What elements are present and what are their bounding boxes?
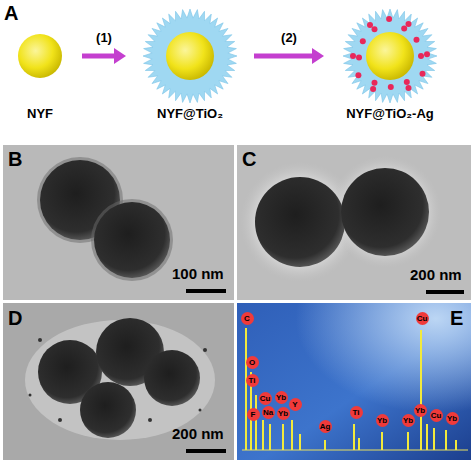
panel-letter: B [8, 148, 22, 170]
process-arrow [254, 48, 324, 64]
panel-letter: E [450, 307, 463, 329]
scale-label: 100 nm [172, 265, 224, 283]
element-label: C [241, 312, 254, 325]
element-label: Cu [430, 409, 443, 422]
element-label: Ag [319, 420, 332, 433]
element-label: Cu [416, 312, 429, 325]
scale-label: 200 nm [172, 425, 224, 443]
tem-image-c [237, 145, 471, 300]
element-label: Yb [376, 414, 389, 427]
element-label: Yb [277, 407, 290, 420]
eds-spectrum [237, 303, 471, 460]
panel-letter: A [4, 2, 18, 24]
element-label: Cu [259, 392, 272, 405]
particle-node: NYF@TiO₂-Ag [327, 6, 453, 121]
scale-label: 200 nm [410, 266, 462, 284]
panel-letter: D [8, 307, 22, 329]
step-number: (1) [94, 30, 114, 45]
element-label: Yb [414, 404, 427, 417]
node-label: NYF [1, 106, 79, 121]
element-label: Na [262, 406, 275, 419]
element-label: Yb [402, 414, 415, 427]
element-label: F [247, 408, 260, 421]
tem-image-b [3, 145, 234, 300]
node-label: NYF@TiO₂ [129, 106, 251, 121]
element-label: Ti [350, 406, 363, 419]
element-label: Yb [446, 412, 459, 425]
step-number: (2) [279, 30, 299, 45]
element-label: Y [289, 398, 302, 411]
element-label: O [246, 356, 259, 369]
panel-letter: C [242, 148, 256, 170]
element-label: Ti [246, 374, 259, 387]
particle-node: NYF@TiO₂ [129, 6, 251, 121]
process-arrow [82, 48, 126, 64]
element-label: Yb [275, 391, 288, 404]
particle-shape [330, 6, 450, 106]
node-label: NYF@TiO₂-Ag [327, 106, 453, 121]
tem-image-d [3, 303, 234, 460]
particle-shape [132, 6, 248, 106]
